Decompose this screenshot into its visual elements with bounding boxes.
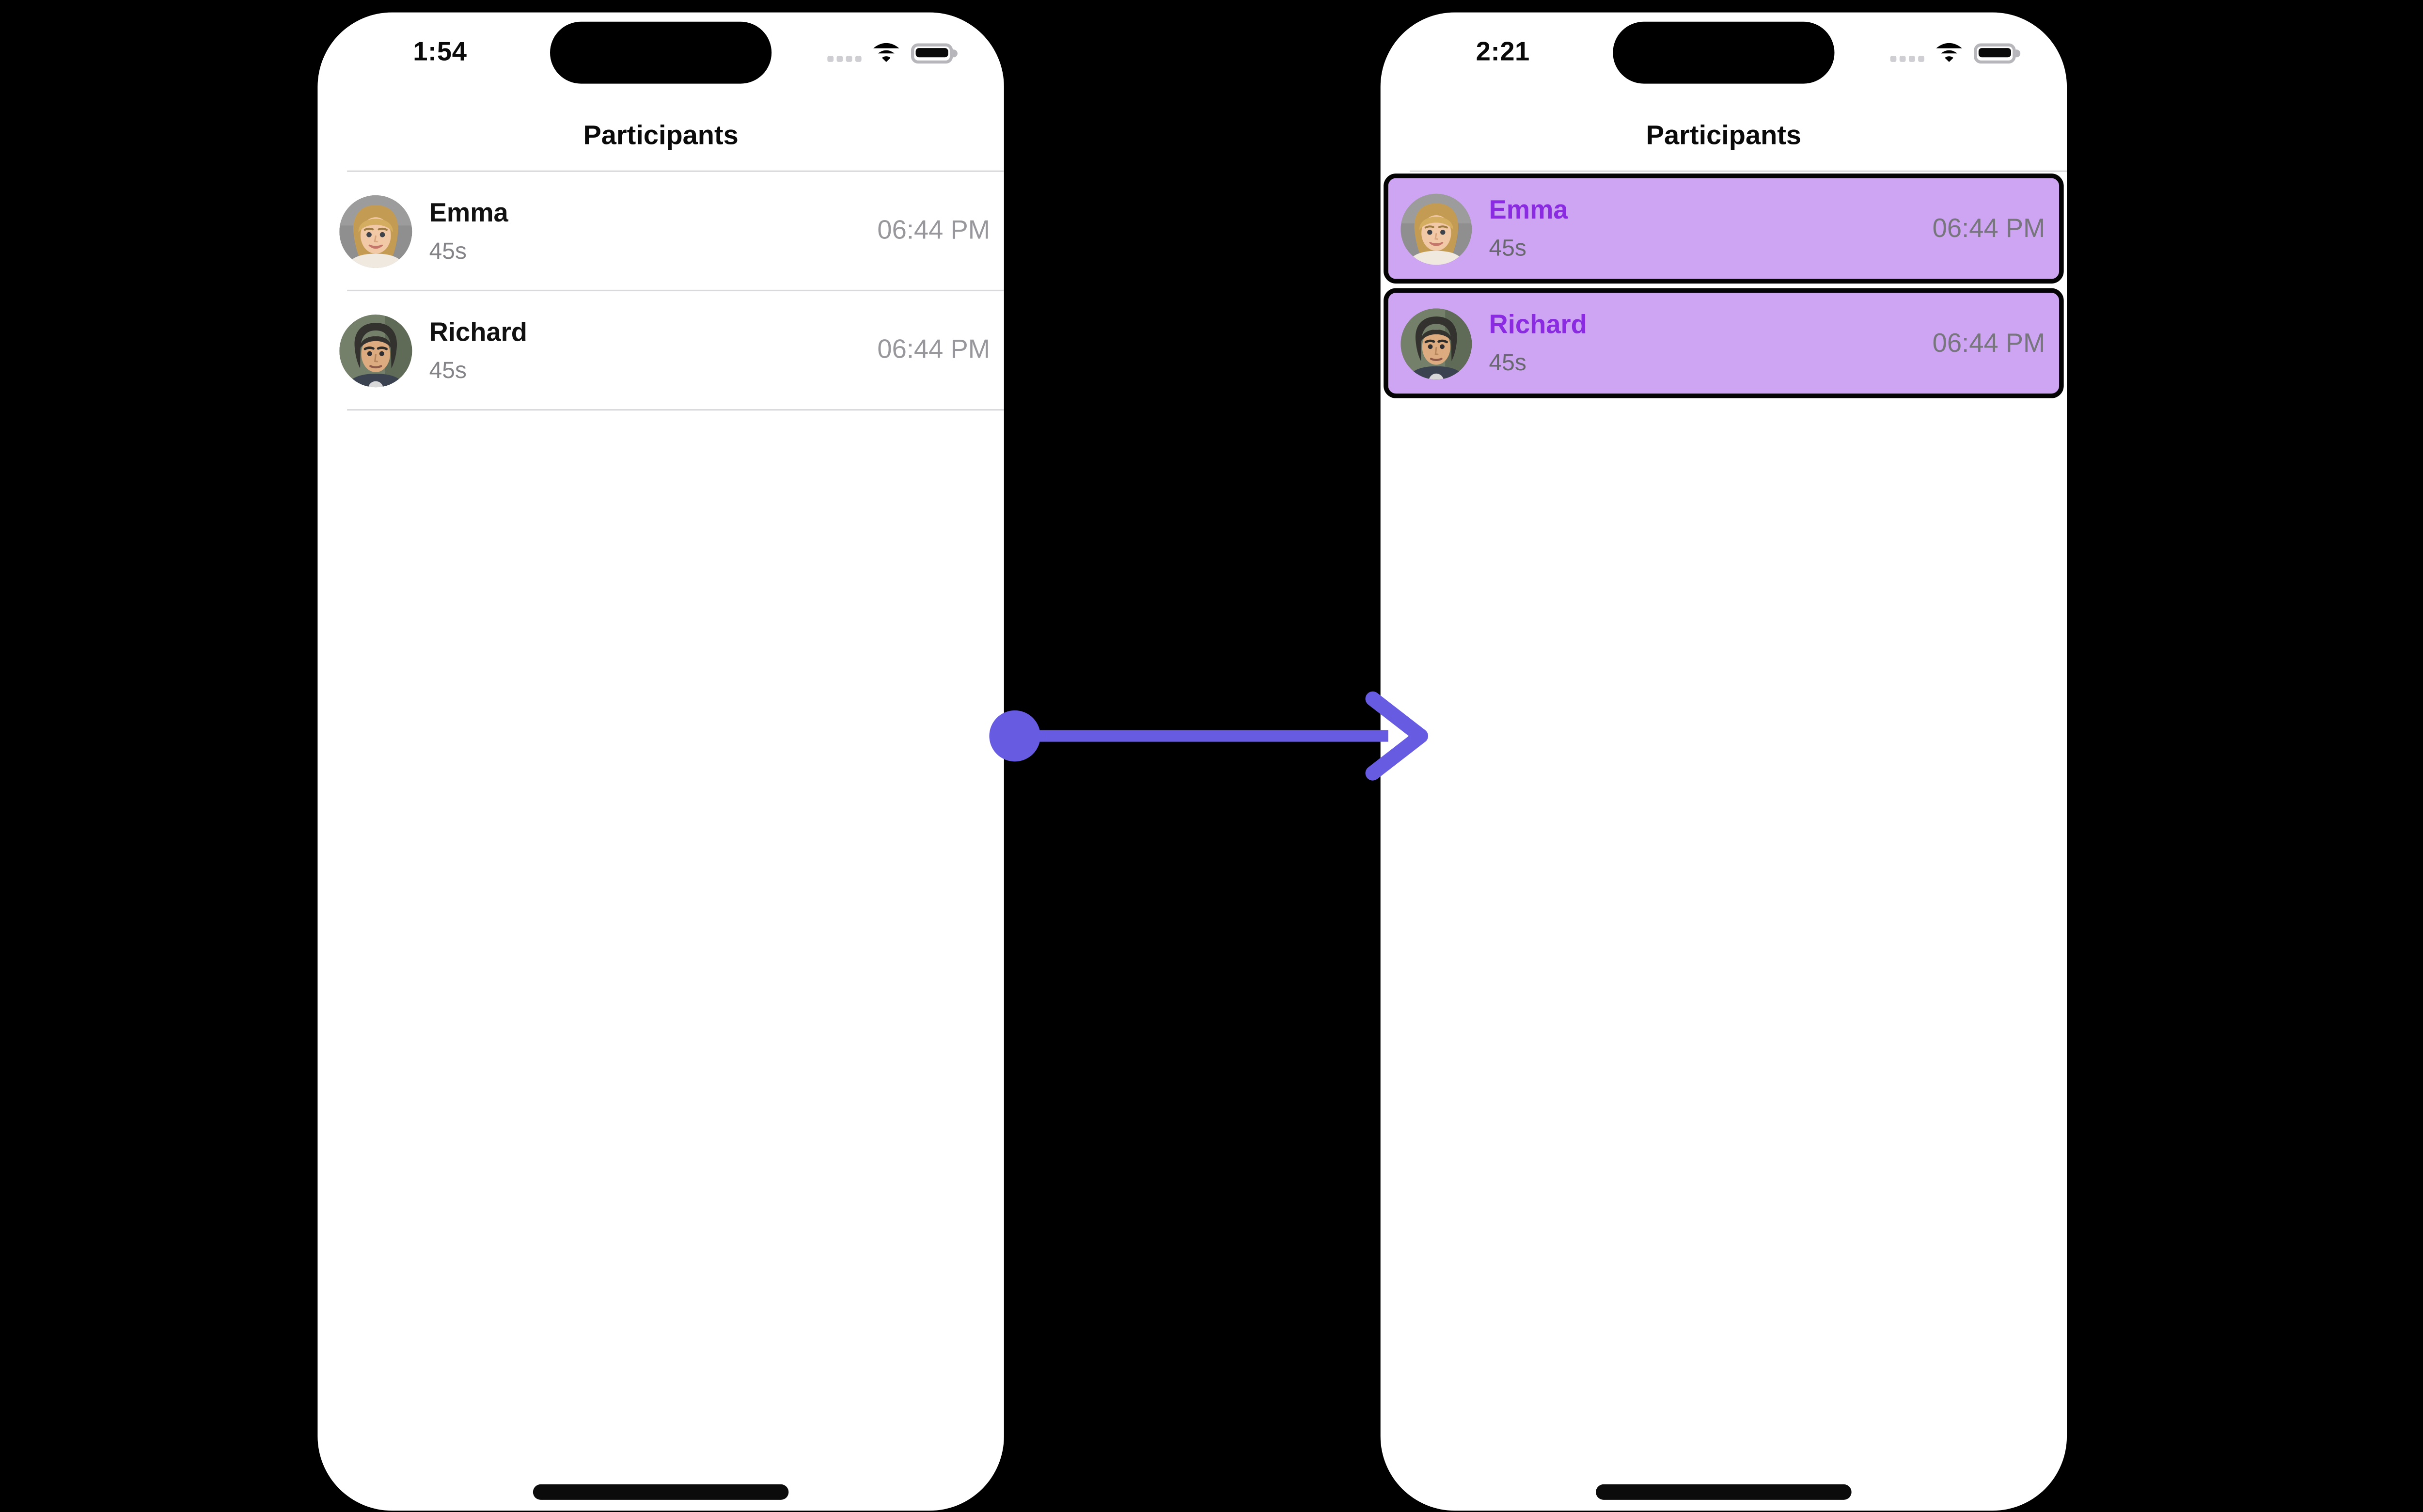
home-indicator[interactable]	[533, 1484, 789, 1500]
participant-name: Emma	[429, 197, 508, 227]
participant-row-richard[interactable]: Richard 45s 06:44 PM	[317, 291, 1004, 409]
wifi-icon	[873, 43, 899, 62]
status-bar-time: 2:21	[1476, 37, 1530, 67]
participant-info: Richard 45s	[1489, 308, 1933, 378]
participant-info: Richard 45s	[429, 315, 878, 385]
participant-info: Emma 45s	[1489, 194, 1933, 264]
participant-duration: 45s	[1489, 235, 1526, 262]
participant-time: 06:44 PM	[877, 334, 991, 364]
cellular-signal-icon	[827, 55, 862, 62]
participant-time: 06:44 PM	[877, 215, 991, 245]
participant-row-emma-selected[interactable]: Emma 45s 06:44 PM	[1384, 173, 2064, 284]
divider	[347, 289, 1004, 292]
participant-info: Emma 45s	[429, 196, 878, 266]
participant-row-richard-selected[interactable]: Richard 45s 06:44 PM	[1384, 288, 2064, 398]
participant-time: 06:44 PM	[1932, 213, 2045, 243]
participant-duration: 45s	[1489, 350, 1526, 377]
emma-avatar	[1400, 193, 1472, 264]
status-bar-time: 1:54	[413, 37, 467, 67]
battery-icon	[911, 42, 957, 63]
page-title: Participants	[1646, 119, 1802, 151]
status-bar-icons	[827, 40, 957, 63]
status-bar-icons	[1890, 40, 2020, 63]
transition-arrow	[989, 691, 1429, 781]
participants-list-highlighted: Emma 45s 06:44 PM Richard 45s 06:44 PM	[1384, 173, 2064, 403]
cellular-signal-icon	[1890, 55, 1924, 62]
phone-after: 2:21 Participants Emma 45s 06:44 PM Rich…	[1380, 12, 2067, 1511]
arrow-head	[1365, 691, 1429, 781]
participant-name: Richard	[1489, 310, 1587, 340]
page-title: Participants	[583, 119, 739, 151]
richard-avatar	[339, 314, 412, 386]
divider	[347, 170, 1004, 172]
participant-duration: 45s	[429, 237, 467, 265]
dynamic-island	[550, 21, 772, 84]
participant-name: Emma	[1489, 195, 1568, 225]
home-indicator[interactable]	[1596, 1484, 1852, 1500]
battery-icon	[1974, 42, 2020, 63]
divider	[347, 409, 1004, 411]
richard-avatar	[1400, 308, 1472, 379]
arrow-origin-dot	[989, 710, 1040, 762]
dynamic-island	[1613, 21, 1835, 84]
emma-avatar	[339, 194, 412, 267]
participant-time: 06:44 PM	[1932, 328, 2045, 357]
participant-name: Richard	[429, 316, 527, 346]
divider	[1410, 170, 2067, 172]
phone-before: 1:54 Participants Emma 45s 06:44 PM Rich…	[317, 12, 1004, 1511]
wifi-icon	[1936, 43, 1962, 62]
participant-row-emma[interactable]: Emma 45s 06:44 PM	[317, 172, 1004, 290]
participant-duration: 45s	[429, 357, 467, 384]
